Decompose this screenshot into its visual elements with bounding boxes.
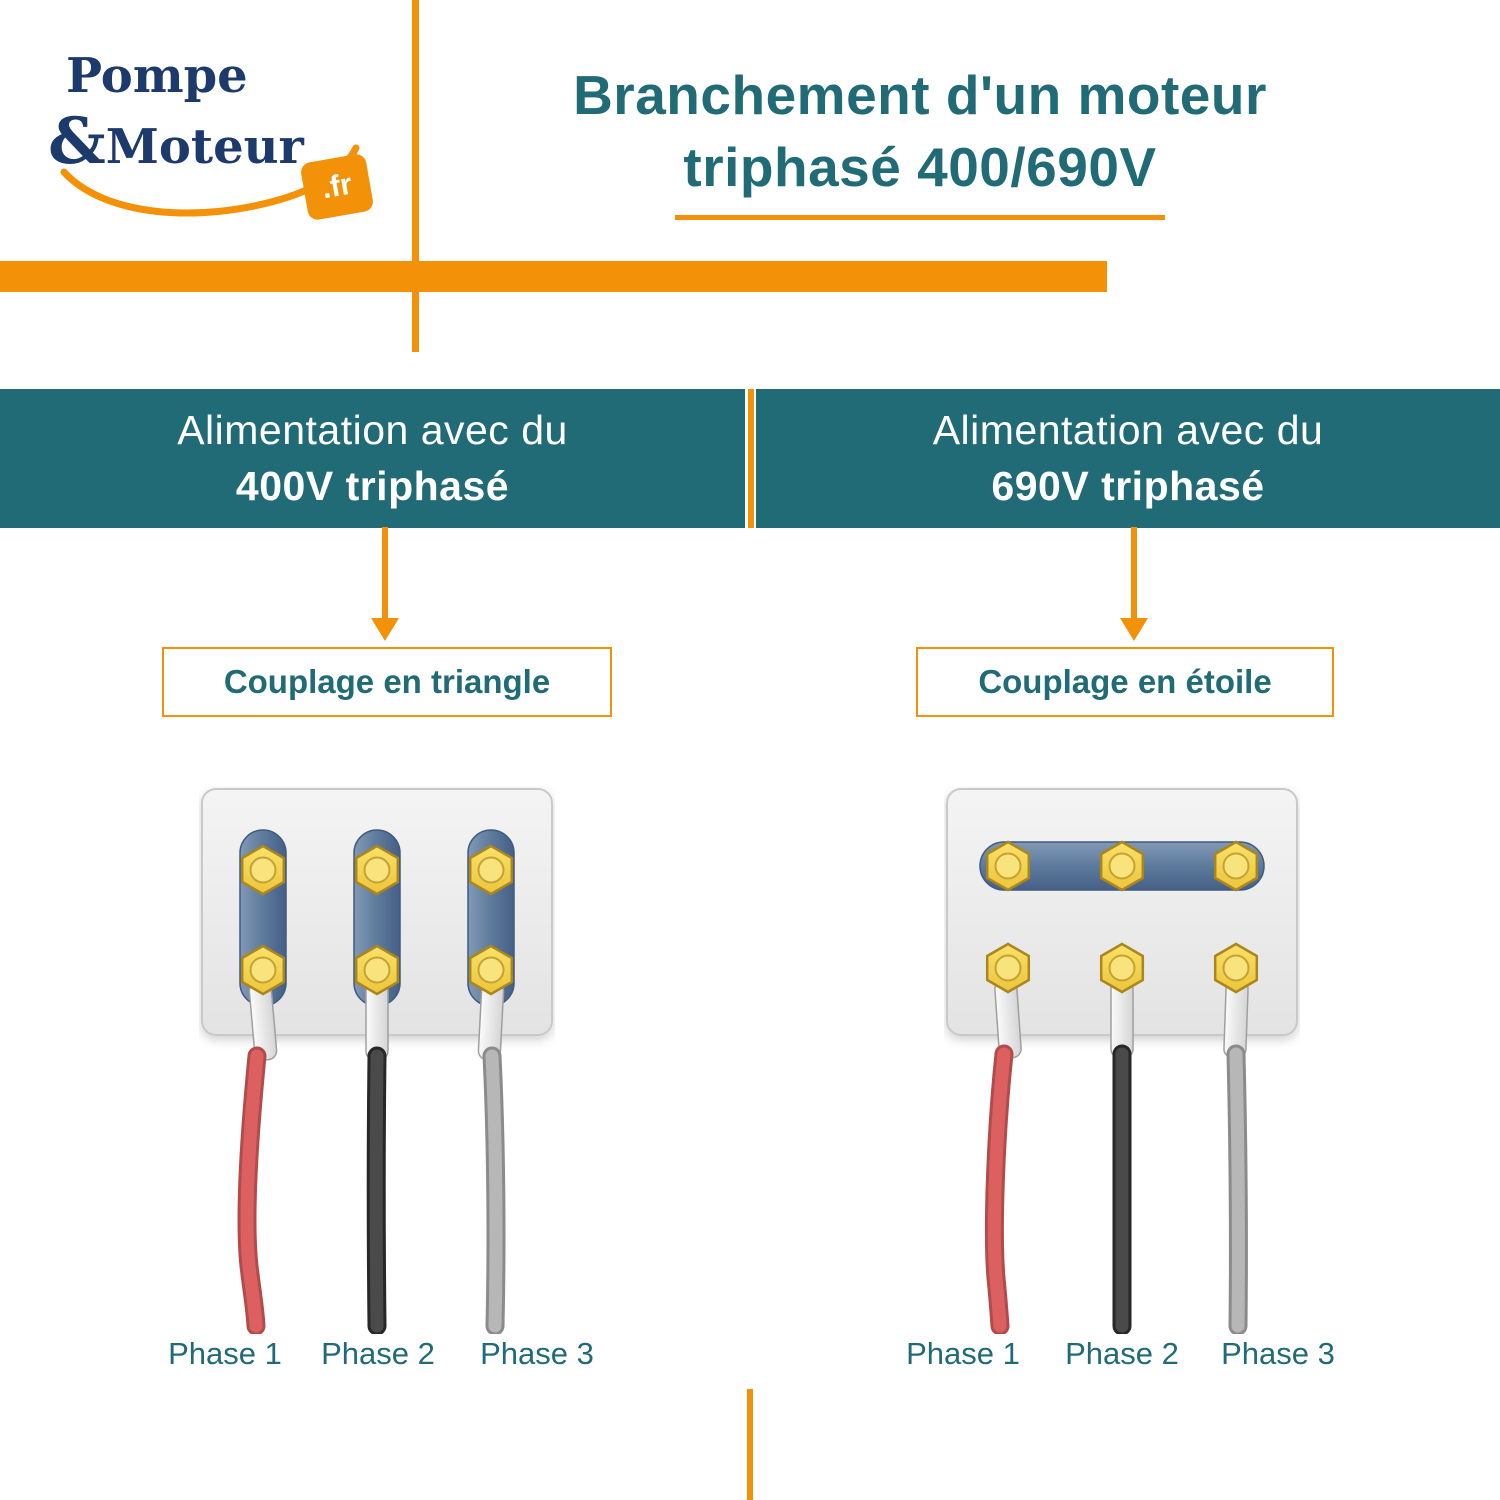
wire-phase-1-red: [994, 1054, 1004, 1326]
terminal-block-triangle: [201, 788, 553, 1334]
page-title: Branchement d'un moteur triphasé 400/690…: [530, 60, 1310, 220]
wire-phase-3-gray: [492, 1056, 496, 1326]
phase-label-left-3: Phase 3: [480, 1336, 594, 1371]
phase-label-left-1: Phase 1: [168, 1336, 282, 1371]
title-line1: Branchement d'un moteur: [573, 64, 1267, 126]
phase-label-left-2: Phase 2: [321, 1336, 435, 1371]
logo: Pompe &Moteur .fr: [48, 52, 393, 247]
phase-label-right-3: Phase 3: [1221, 1336, 1335, 1371]
logo-word-moteur: &Moteur: [48, 109, 393, 174]
coupling-label-triangle: Couplage en triangle: [162, 647, 612, 717]
logo-fr-badge: .fr: [299, 152, 375, 222]
down-arrow-right-icon: [1120, 527, 1148, 641]
coupling-text-triangle: Couplage en triangle: [223, 663, 551, 700]
wire-ferrules: [994, 979, 1249, 1059]
logo-ampersand: &: [48, 103, 106, 179]
supply-header-400v: Alimentation avec du 400V triphasé: [0, 389, 745, 528]
logo-tld: .fr: [319, 167, 355, 206]
supply-header-690v: Alimentation avec du 690V triphasé: [756, 389, 1500, 528]
phase-label-right-1: Phase 1: [906, 1336, 1020, 1371]
coupling-label-star: Couplage en étoile: [916, 647, 1334, 717]
title-line2: triphasé 400/690V: [675, 132, 1165, 220]
supply-text-left: Alimentation avec du: [177, 407, 568, 453]
supply-voltage-right: 690V triphasé: [991, 463, 1265, 509]
phase-label-right-2: Phase 2: [1065, 1336, 1179, 1371]
header-divider-line: [412, 0, 419, 352]
wire-phase-2-black: [376, 1056, 377, 1326]
column-divider-top: [748, 389, 754, 528]
wire-phase-3-gray: [1236, 1054, 1238, 1326]
accent-bar: [0, 261, 1107, 292]
bottom-divider-line: [747, 1389, 753, 1500]
wire-phase-1-red: [247, 1056, 257, 1326]
supply-text-right: Alimentation avec du: [932, 407, 1324, 453]
logo-moteur-text: Moteur: [105, 118, 304, 175]
down-arrow-left-icon: [371, 527, 399, 641]
logo-word-pompe: Pompe: [66, 48, 248, 104]
terminal-block-star: [946, 788, 1298, 1334]
supply-voltage-left: 400V triphasé: [235, 463, 510, 509]
coupling-text-star: Couplage en étoile: [978, 663, 1272, 700]
